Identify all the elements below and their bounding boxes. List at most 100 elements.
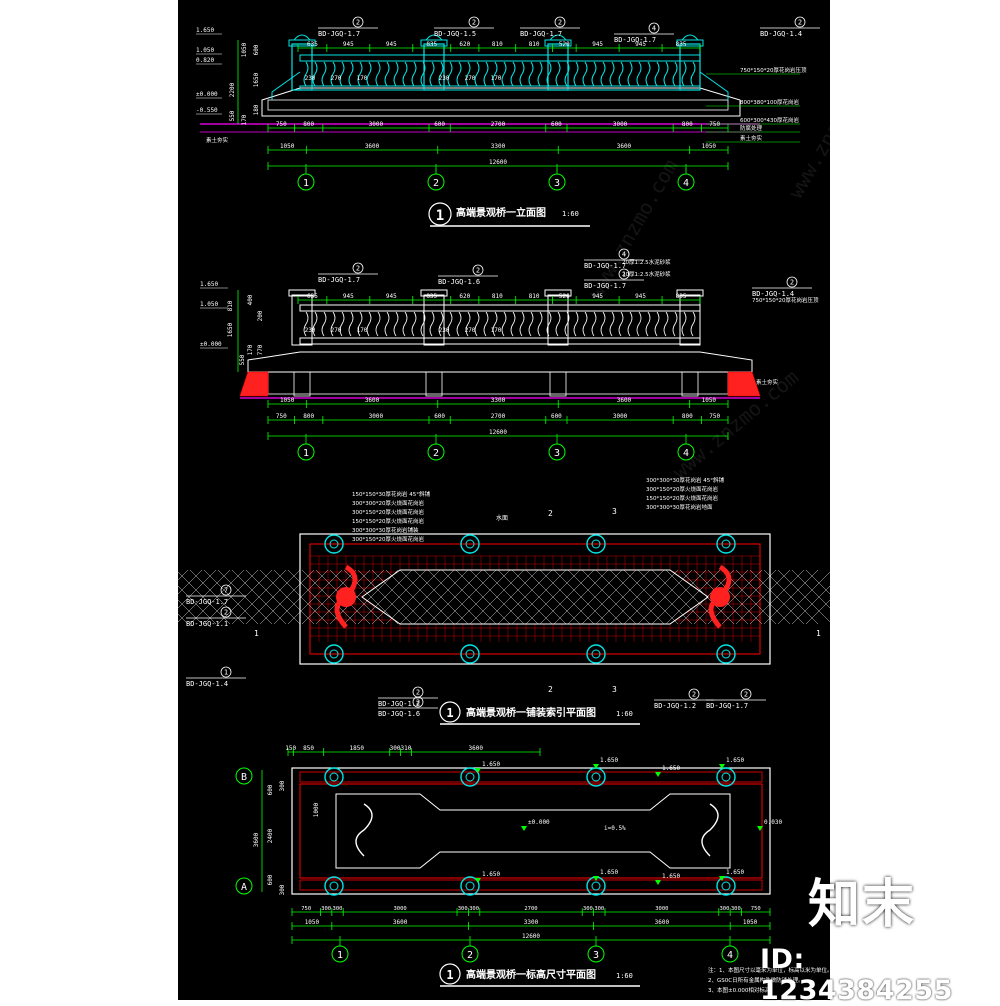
plan2-post [716, 767, 736, 787]
elev2-post-cap [288, 289, 316, 297]
elev2-baluster [627, 311, 633, 337]
elev2-baluster [528, 311, 534, 337]
elev1-dim-mid-label: 3000 [369, 121, 384, 128]
plan1-tag-circle [412, 696, 424, 708]
elev2-dim-low-label: 600 [551, 413, 562, 420]
plan1-post [586, 644, 606, 664]
plan1-diag-b [21, 569, 77, 625]
elev2-dim-low-label: 600 [434, 413, 445, 420]
elev1-note: 防腐处理 [740, 124, 763, 132]
elev1-dim-top-label: 635 [307, 41, 318, 48]
elev1-baluster [438, 61, 444, 87]
elev1-post-cap [420, 39, 448, 47]
plan1-diag-b [175, 569, 231, 625]
elev2-note: 20厚1:2.5水泥砂浆 [622, 270, 671, 278]
brand-watermark: 知末 [808, 875, 917, 935]
elev2-baluster [330, 311, 336, 337]
elev1-tag-circle [352, 16, 364, 28]
plan2-post-inner [591, 772, 601, 782]
elev2-dim-low-label: 800 [682, 413, 693, 420]
elev2-pier [681, 371, 699, 397]
elev1-tag-num: 2 [472, 19, 476, 27]
plan1-note-top: 150*150*20厚火烧面花岗岩 [646, 494, 718, 502]
plan1-diag-b [119, 569, 175, 625]
elev2-abutment-left [239, 371, 269, 397]
elev2-post [547, 294, 569, 346]
elev1-baluster [528, 61, 534, 87]
elev2-dim-low-label: 800 [303, 413, 314, 420]
plan2-dim-top-label: 300 [390, 745, 401, 752]
plan1-scale: 1:60 [616, 710, 633, 718]
plan1-post-inner [465, 649, 475, 659]
elev1-rail-dim: 270 [465, 75, 476, 82]
plan1-diag-b [399, 569, 455, 625]
elev1-baluster [366, 61, 372, 87]
elev2-baluster [663, 311, 669, 337]
elev2-tag-code: BD-JGQ-1.7 [318, 276, 360, 284]
elev1-tag-circle [554, 16, 566, 28]
plan1-note-top: 300*300*30厚花岗岩地面 [646, 503, 713, 511]
elev2-pier [293, 371, 311, 397]
elev1-post-finial [425, 34, 443, 41]
elev1-tag-code: BD-JGQ-1.5 [434, 30, 476, 38]
elev1-note: 600*300*430厚花岗岩 [740, 116, 799, 124]
elev2-baluster [492, 311, 498, 337]
elev2-dim-low-label: 750 [709, 413, 720, 420]
elev2-note: 750*150*20厚花岗岩压顶 [752, 296, 819, 304]
elev1-end-scroll-right [699, 71, 729, 100]
elev2-baluster [420, 311, 426, 337]
plan1-note-left: 150*150*30厚花岗岩 45°斜铺 [352, 490, 430, 498]
elev2-vdim-label: 770 [257, 344, 264, 355]
elev1-post-finial [293, 34, 311, 41]
plan2-dim-b2-label: 1050 [743, 919, 758, 926]
elev1-baluster [375, 61, 381, 87]
elev1-baluster [339, 61, 345, 87]
elev1-axis-bubble [297, 173, 315, 191]
plan1-note-left: 300*300*30厚花岗岩铺装 [352, 526, 419, 534]
elev2-baluster [645, 311, 651, 337]
plan1-diag-b [105, 569, 161, 625]
plan1-diag-b [539, 569, 595, 625]
plan2-axis-bubble [461, 945, 479, 963]
elev1-post-cap [676, 39, 704, 47]
plan1-diag-b [763, 569, 819, 625]
plan2-dim-b1-label: 2700 [524, 906, 537, 912]
elev1-level: 1.650 [196, 27, 214, 34]
elev1-baluster [609, 61, 615, 87]
plan2-outer-frame [291, 767, 771, 895]
plan1-section-mark: 3 [612, 685, 617, 694]
elev2-post-cap [420, 289, 448, 297]
plan1-diag-b [707, 569, 763, 625]
elev2-baluster [654, 311, 660, 337]
plan1-section-mark: 1 [254, 629, 259, 638]
elev2-baluster [555, 311, 561, 337]
elev1-baluster [663, 61, 669, 87]
plan1-diag-b [245, 569, 301, 625]
plan2-dim-total-label: 12600 [522, 933, 540, 940]
elev1-baluster [303, 61, 309, 87]
elev1-dim-top-label: 835 [676, 41, 687, 48]
elev1-tag-num: 2 [558, 19, 562, 27]
plan2-axis-label: 4 [727, 950, 733, 961]
elev1-tag-num: 2 [356, 19, 360, 27]
plan1-tag-code: BD-JGQ-1.4 [186, 680, 228, 688]
elev2-post [291, 294, 313, 346]
elev2-baluster [321, 311, 327, 337]
plan1-section-mark: 2 [548, 685, 553, 694]
elev2-dim-top-label: 810 [492, 293, 503, 300]
plan2-level-label: ±0.000 [528, 819, 550, 826]
plan2-note: 2、GS0C日所有金属构件做防锈处理。 [708, 976, 804, 984]
plan1-section-mark: 3 [612, 507, 617, 516]
plan1-post [586, 534, 606, 554]
elev2-dim-low-label: 2700 [491, 413, 506, 420]
plan2-dim-b1-label: 300 [321, 906, 331, 912]
plan2-axis-bubble [331, 945, 349, 963]
plan1-diag-b [469, 569, 525, 625]
plan2-row-label: B [241, 772, 247, 783]
elev2-baluster [384, 311, 390, 337]
elev1-deck-band [267, 99, 729, 111]
plan1-diag-b [343, 569, 399, 625]
plan2-dim-top-label: 850 [303, 745, 314, 752]
